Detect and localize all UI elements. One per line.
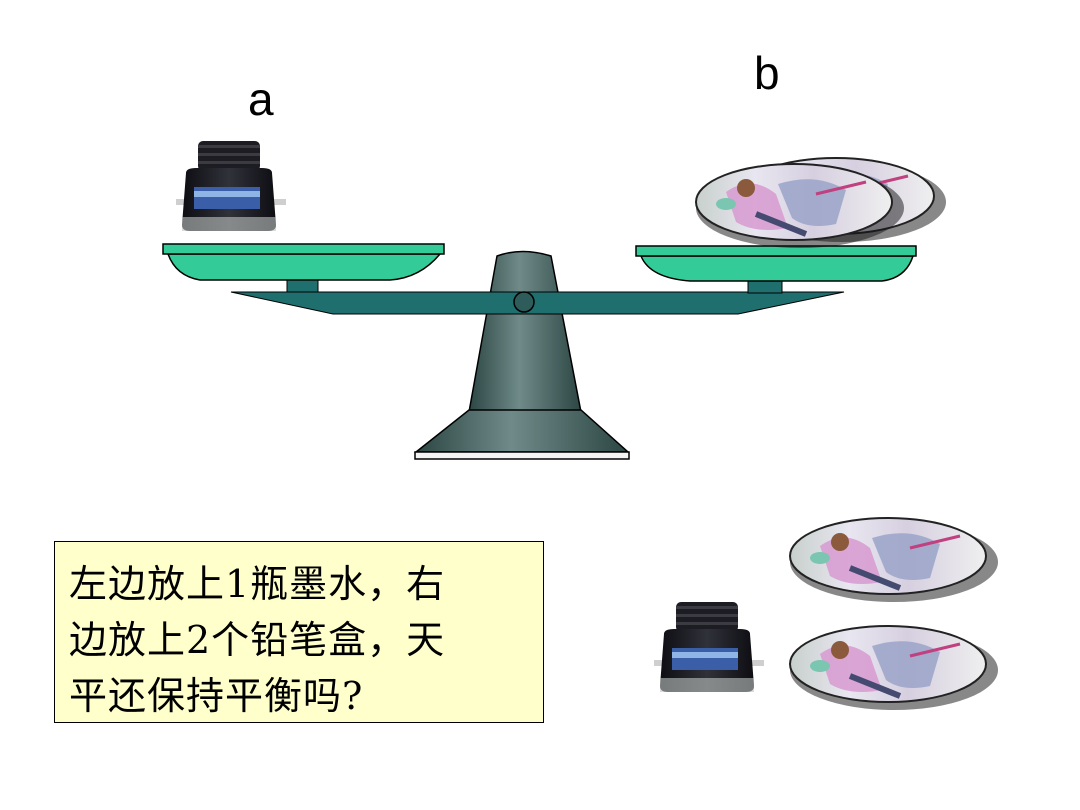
scale-beam (230, 291, 845, 315)
label-b: b (754, 47, 780, 99)
pencil-case-icon (790, 518, 998, 602)
ink-bottle-icon (654, 602, 764, 692)
pencil-case-icon (790, 626, 998, 710)
right-pan (635, 245, 917, 294)
question-line: 左边放上1瓶墨水，右 (69, 562, 446, 606)
scale-stand (413, 250, 630, 460)
question-line: 边放上2个铅笔盒，天 (69, 618, 446, 662)
question-box: 左边放上1瓶墨水，右 边放上2个铅笔盒，天 平还保持平衡吗? (54, 541, 544, 723)
left-pan (162, 243, 445, 293)
ink-bottle-icon (176, 141, 286, 231)
label-a: a (248, 73, 274, 125)
question-line: 平还保持平衡吗? (69, 674, 364, 718)
